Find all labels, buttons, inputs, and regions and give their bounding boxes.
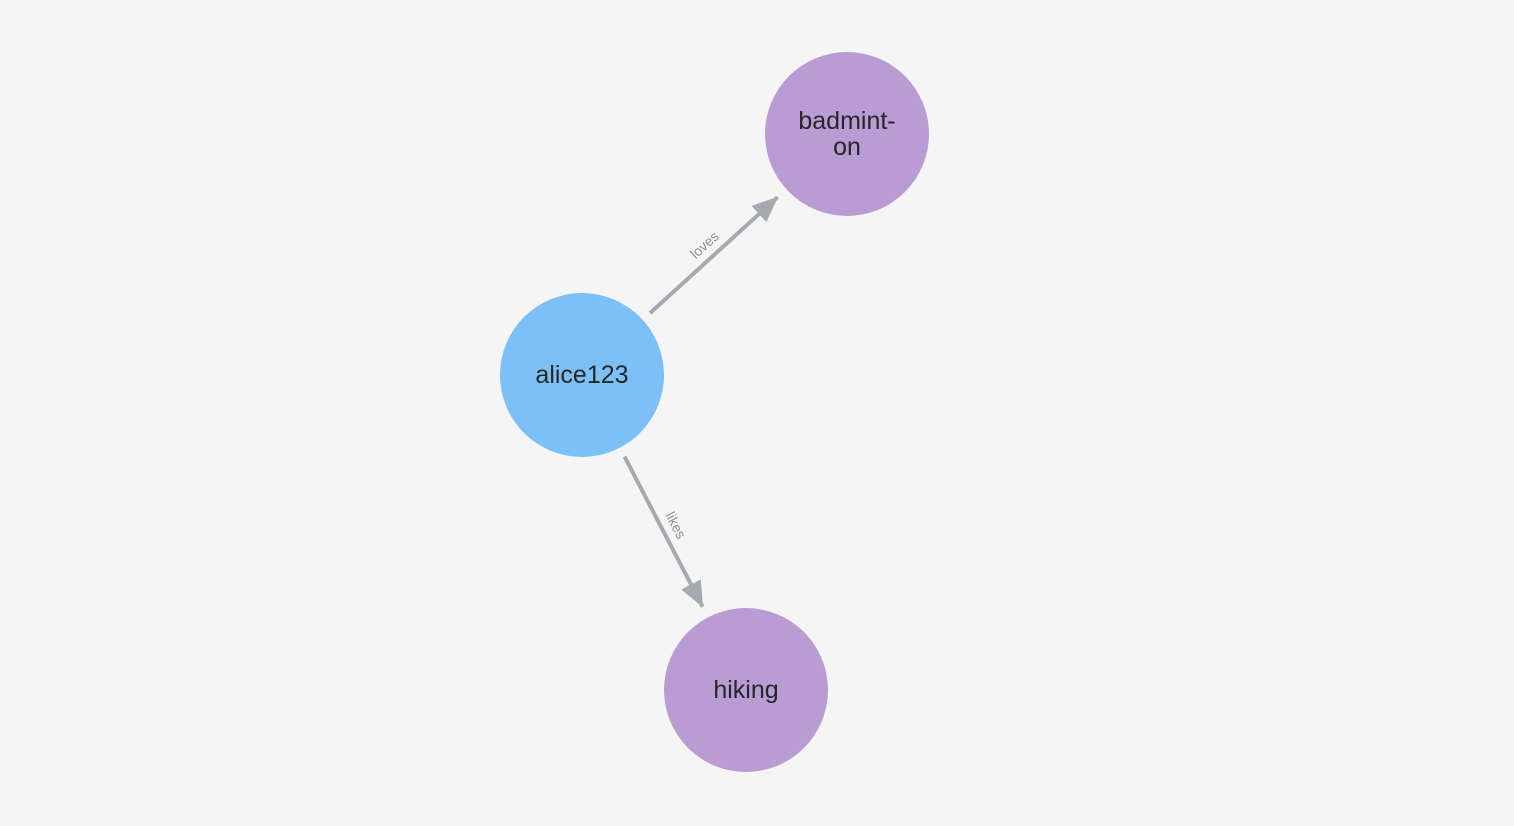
node-circle-alice123[interactable] bbox=[500, 293, 664, 457]
node-circle-badminton[interactable] bbox=[765, 52, 929, 216]
edge-line[interactable] bbox=[622, 455, 705, 608]
edge-label-loves: loves bbox=[687, 228, 722, 262]
graph-node-hiking[interactable]: hiking bbox=[664, 608, 828, 772]
graph-edge-loves[interactable]: loves bbox=[648, 195, 779, 315]
graph-node-badminton[interactable]: badmint-on bbox=[765, 52, 929, 216]
graph-node-alice123[interactable]: alice123 bbox=[500, 293, 664, 457]
node-circle-hiking[interactable] bbox=[664, 608, 828, 772]
graph-edge-likes[interactable]: likes bbox=[622, 455, 705, 608]
edge-line[interactable] bbox=[648, 195, 779, 315]
